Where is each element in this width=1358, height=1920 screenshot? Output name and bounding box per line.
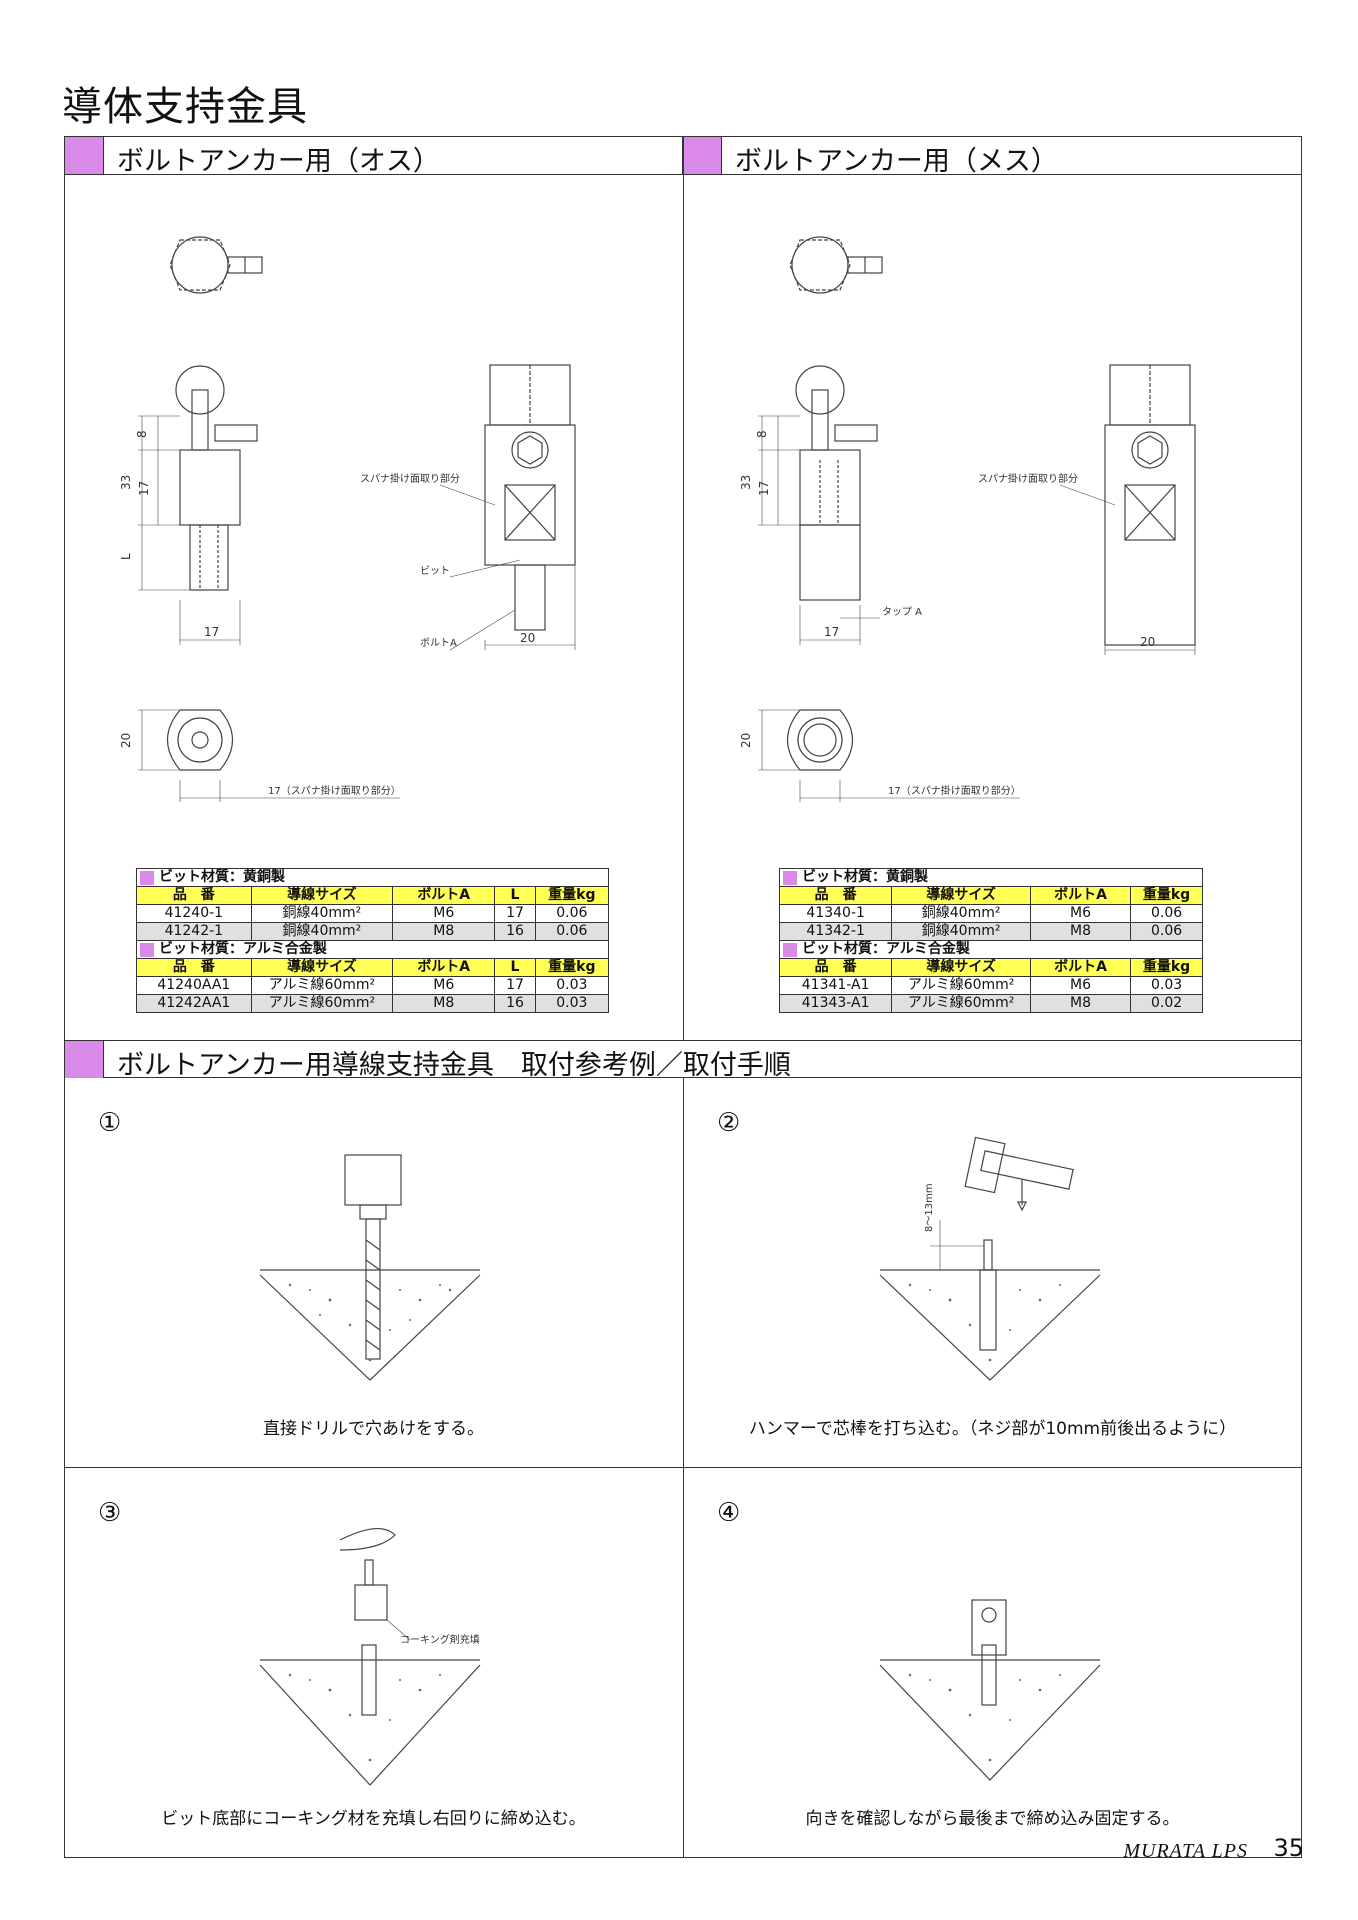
step-caption-3: ビット底部にコーキング材を充填し右回りに締め込む。	[161, 1809, 586, 1829]
step-caption-4: 向きを確認しながら最後まで締め込み固定する。	[805, 1809, 1180, 1829]
catalog-frame: ボルトアンカー用（オス） ボルトアンカー用（メス） ボルトアンカー用導線支持金具…	[64, 136, 1302, 1858]
footer-brand: MURATA LPS	[1123, 1840, 1248, 1862]
section-marker	[683, 137, 722, 174]
page-title: 導体支持金具	[62, 84, 308, 130]
step2-illustration: 8〜13mm	[879, 1136, 1101, 1381]
label-tap-a: タップ A	[882, 606, 922, 618]
step-number-4: ④	[717, 1498, 741, 1528]
dim-17: 17	[757, 481, 771, 496]
section-header-procedure: ボルトアンカー用導線支持金具 取付参考例／取付手順	[65, 1040, 1301, 1081]
step3-illustration: コーキング剤充填	[259, 1528, 481, 1786]
female-technical-drawing: 8 33 17 17 タップ A 20 スパナ掛け面取り部分 20 17（スパナ…	[739, 236, 1196, 802]
dim-8: 8	[755, 430, 769, 438]
section-marker	[65, 1041, 104, 1078]
dim-8: 8	[135, 430, 149, 438]
row-divider	[65, 1467, 1301, 1468]
dim-L: L	[119, 553, 133, 560]
dim-17-width: 17	[824, 625, 839, 639]
dim-20-height: 20	[739, 733, 753, 748]
step-caption-2: ハンマーで芯棒を打ち込む。（ネジ部が10mm前後出るように）	[748, 1419, 1237, 1439]
table-group-title: ビット材質：アルミ合金製	[136, 940, 609, 959]
step-number-1: ①	[98, 1108, 122, 1138]
dim-33: 33	[739, 475, 753, 490]
table-group-title: ビット材質：黄銅製	[136, 868, 609, 887]
dim-20-width: 20	[520, 631, 535, 645]
section-marker	[65, 137, 104, 174]
label-caulking: コーキング剤充填	[400, 1633, 480, 1646]
label-bit: ビット	[420, 565, 450, 577]
section-title-procedure: ボルトアンカー用導線支持金具 取付参考例／取付手順	[117, 1050, 791, 1081]
step4-illustration	[879, 1599, 1101, 1781]
column-divider	[683, 137, 684, 1040]
dim-17-width: 17	[204, 625, 219, 639]
step1-illustration	[259, 1154, 481, 1381]
table-header-row: 品 番 導線サイズ ボルトA 重量kg	[778, 886, 1203, 905]
label-bolt-a: ボルトA	[420, 637, 457, 649]
column-divider	[683, 1078, 684, 1858]
male-technical-drawing: 8 33 17 L 17 20 スパナ掛け面取り部分 ビット ボルトA 20 1…	[119, 236, 576, 802]
label-spanner: スパナ掛け面取り部分	[360, 472, 460, 485]
section-header-male: ボルトアンカー用（オス）	[65, 137, 683, 177]
step-number-2: ②	[717, 1108, 741, 1138]
step-caption-1: 直接ドリルで穴あけをする。	[263, 1419, 484, 1439]
table-group-title: ビット材質：黄銅製	[779, 868, 1203, 887]
dim-17: 17	[137, 481, 151, 496]
dim-20-height: 20	[119, 733, 133, 748]
table-group-title: ビット材質：アルミ合金製	[779, 940, 1203, 959]
page-number: 35	[1273, 1834, 1304, 1862]
step-number-3: ③	[98, 1498, 122, 1528]
label-spanner-paren: 17（スパナ掛け面取り部分）	[888, 784, 1021, 797]
label-spanner: スパナ掛け面取り部分	[978, 472, 1078, 485]
label-depth: 8〜13mm	[924, 1183, 935, 1232]
dim-33: 33	[119, 475, 133, 490]
section-title-male: ボルトアンカー用（オス）	[117, 146, 440, 177]
section-title-female: ボルトアンカー用（メス）	[735, 146, 1058, 177]
table-header-row: 品 番 導線サイズ ボルトA L 重量kg	[136, 886, 610, 905]
label-spanner-paren: 17（スパナ掛け面取り部分）	[268, 784, 401, 797]
section-header-female: ボルトアンカー用（メス）	[683, 137, 1301, 177]
dim-20-width: 20	[1140, 635, 1155, 649]
